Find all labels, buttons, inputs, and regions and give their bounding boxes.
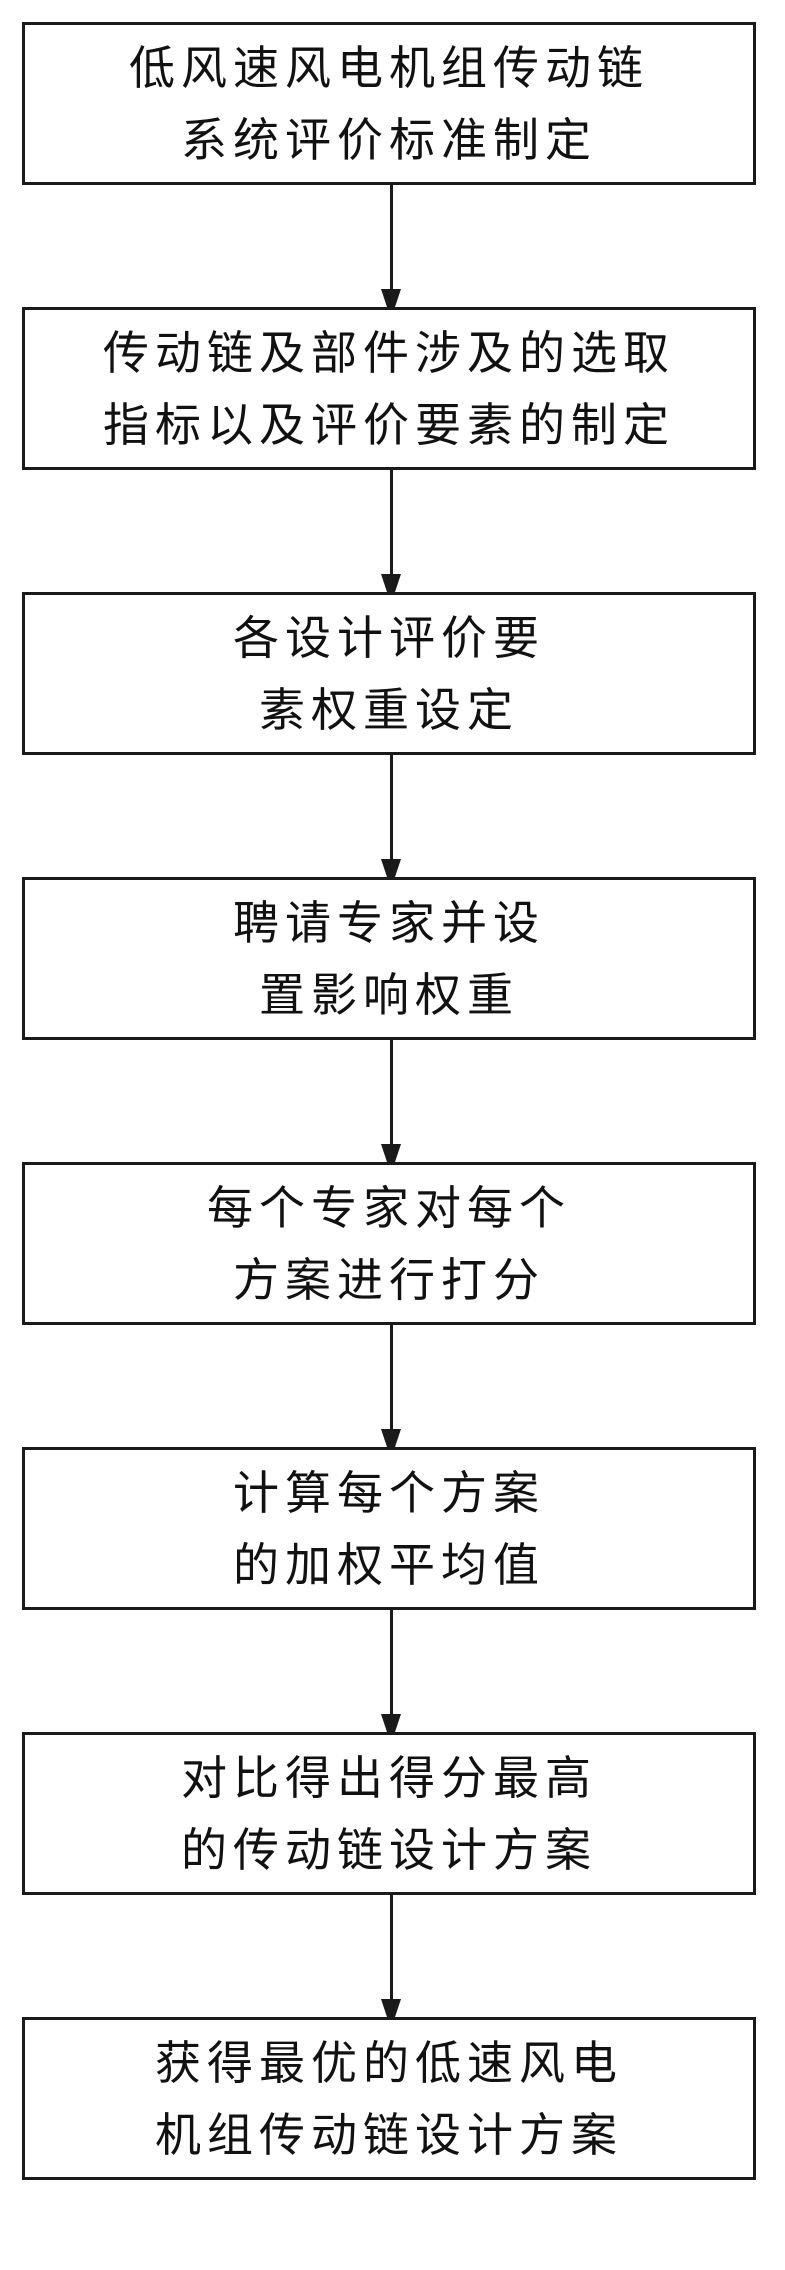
arrow-3-shaft [390, 755, 393, 861]
arrow-5-shaft [390, 1325, 393, 1431]
step-6-line-2: 的加权平均值 [233, 1537, 545, 1592]
arrow-2-shaft [390, 470, 393, 576]
step-3-line-1: 各设计评价要 [233, 610, 545, 665]
step-4-line-2: 置影响权重 [259, 967, 519, 1022]
arrow-1-shaft [390, 185, 393, 291]
step-7-compare-highest-score: 对比得出得分最高 的传动链设计方案 [22, 1732, 756, 1895]
step-7-line-2: 的传动链设计方案 [181, 1822, 597, 1877]
arrow-4-shaft [390, 1040, 393, 1146]
arrow-6-to-7 [381, 1610, 401, 1746]
arrow-3-to-4 [381, 755, 401, 891]
arrow-2-to-3 [381, 470, 401, 606]
step-5-line-1: 每个专家对每个 [207, 1180, 571, 1235]
step-8-optimal-design: 获得最优的低速风电 机组传动链设计方案 [22, 2017, 756, 2180]
step-3-line-2: 素权重设定 [259, 682, 519, 737]
arrow-7-shaft [390, 1895, 393, 2001]
step-7-line-1: 对比得出得分最高 [181, 1750, 597, 1805]
step-3-weight-setting: 各设计评价要 素权重设定 [22, 592, 756, 755]
arrow-1-to-2 [381, 185, 401, 321]
step-4-line-1: 聘请专家并设 [233, 895, 545, 950]
step-8-line-2: 机组传动链设计方案 [155, 2107, 623, 2162]
arrow-5-to-6 [381, 1325, 401, 1461]
step-6-weighted-average: 计算每个方案 的加权平均值 [22, 1447, 756, 1610]
arrow-7-to-8 [381, 1895, 401, 2031]
step-1-line-1: 低风速风电机组传动链 [129, 40, 649, 95]
step-5-expert-scoring: 每个专家对每个 方案进行打分 [22, 1162, 756, 1325]
step-5-line-2: 方案进行打分 [233, 1252, 545, 1307]
step-4-expert-weights: 聘请专家并设 置影响权重 [22, 877, 756, 1040]
step-8-line-1: 获得最优的低速风电 [155, 2035, 623, 2090]
arrow-4-to-5 [381, 1040, 401, 1176]
step-1-line-2: 系统评价标准制定 [181, 112, 597, 167]
step-6-line-1: 计算每个方案 [233, 1465, 545, 1520]
step-1-evaluation-standard: 低风速风电机组传动链 系统评价标准制定 [22, 22, 756, 185]
arrow-6-shaft [390, 1610, 393, 1716]
step-2-line-2: 指标以及评价要素的制定 [103, 397, 675, 452]
step-2-indicators-and-elements: 传动链及部件涉及的选取 指标以及评价要素的制定 [22, 307, 756, 470]
step-2-line-1: 传动链及部件涉及的选取 [103, 325, 675, 380]
